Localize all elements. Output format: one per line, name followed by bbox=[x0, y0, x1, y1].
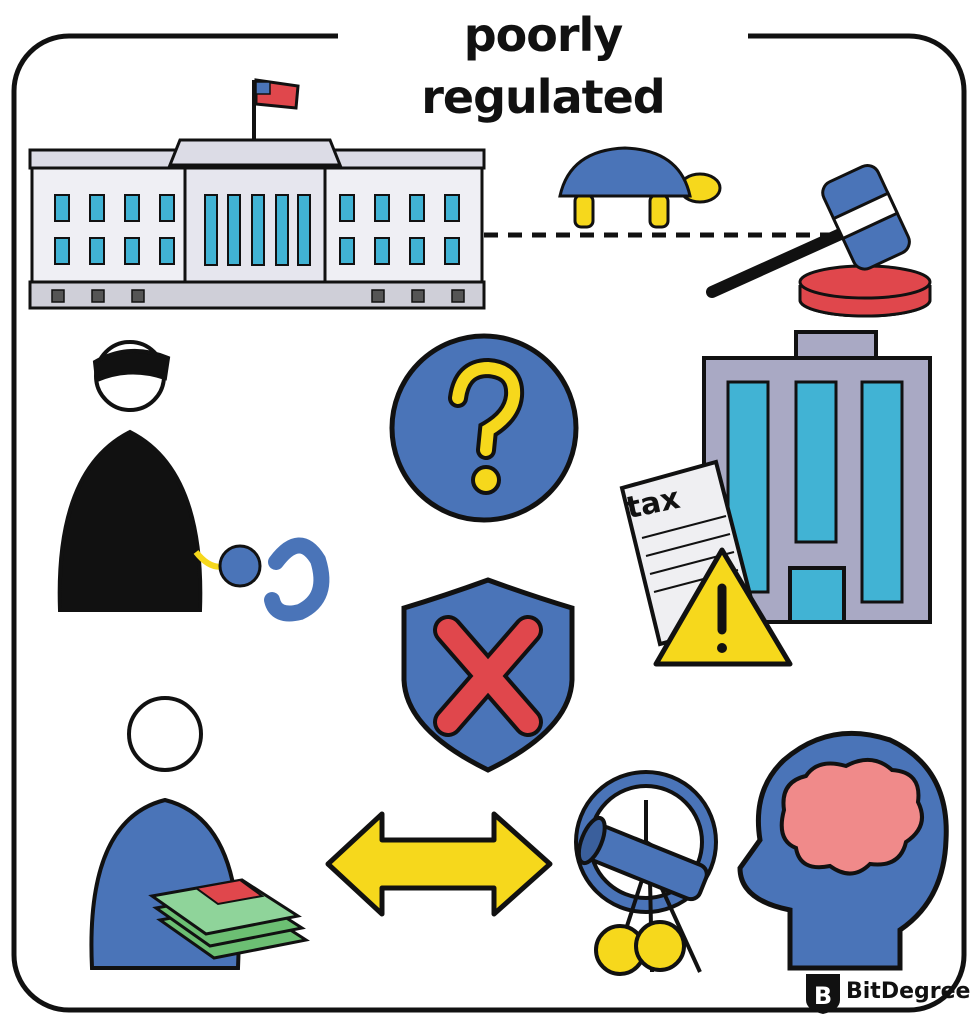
bitdegree-logo-icon: B bbox=[806, 974, 840, 1014]
logo-letter: B bbox=[814, 982, 832, 1010]
coins-icon bbox=[594, 920, 686, 976]
head-brain-icon bbox=[737, 730, 949, 971]
diagram-title: poorly regulated bbox=[338, 4, 748, 124]
brand-name: BitDegree bbox=[846, 978, 971, 1004]
gavel-icon bbox=[706, 163, 932, 318]
cash-stack-icon bbox=[148, 878, 310, 960]
warning-icon bbox=[653, 547, 793, 667]
brand-watermark: BitDegree bbox=[846, 968, 970, 1014]
handcuffs-icon bbox=[193, 537, 330, 622]
white-house-icon bbox=[28, 78, 486, 310]
turtle-icon bbox=[558, 146, 722, 229]
masked-thief-icon bbox=[57, 340, 203, 612]
double-arrow-icon bbox=[325, 811, 553, 917]
shield-x-icon bbox=[401, 577, 575, 773]
question-mark-icon bbox=[389, 333, 579, 523]
